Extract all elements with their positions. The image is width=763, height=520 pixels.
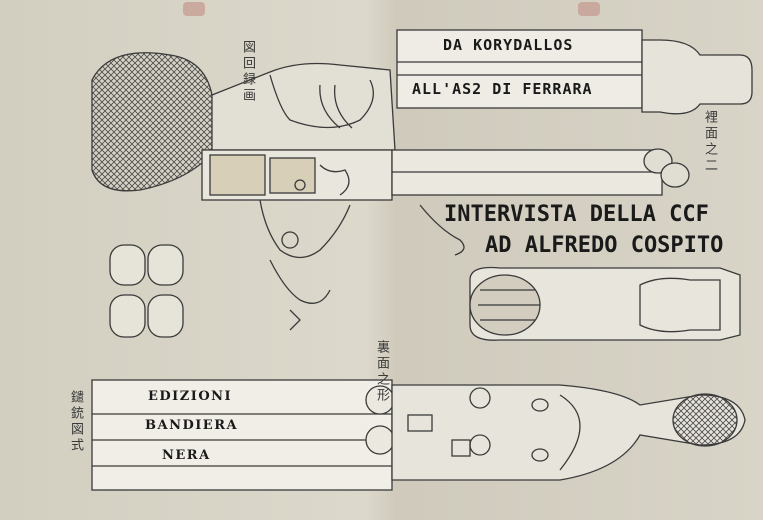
header-line-2: ALL'AS2 DI FERRARA bbox=[412, 80, 593, 98]
japanese-annotation: 裡面之二 bbox=[702, 110, 717, 174]
title-line-1: INTERVISTA DELLA CCF bbox=[444, 202, 709, 227]
title-line-2: AD ALFREDO COSPITO bbox=[485, 233, 724, 258]
header-line-1: DA KORYDALLOS bbox=[443, 36, 574, 54]
publisher-line-3: NERA bbox=[162, 448, 211, 463]
red-seal-icon bbox=[183, 2, 205, 16]
red-seal-icon bbox=[578, 2, 600, 16]
japanese-annotation: 図回録画 bbox=[240, 40, 255, 104]
publisher-line-2: BANDIERA bbox=[145, 418, 239, 433]
japanese-annotation: 裏面之形 bbox=[374, 340, 389, 404]
japanese-annotation: 鑓銃図式 bbox=[68, 390, 83, 454]
publisher-line-1: EDIZIONI bbox=[148, 389, 233, 404]
